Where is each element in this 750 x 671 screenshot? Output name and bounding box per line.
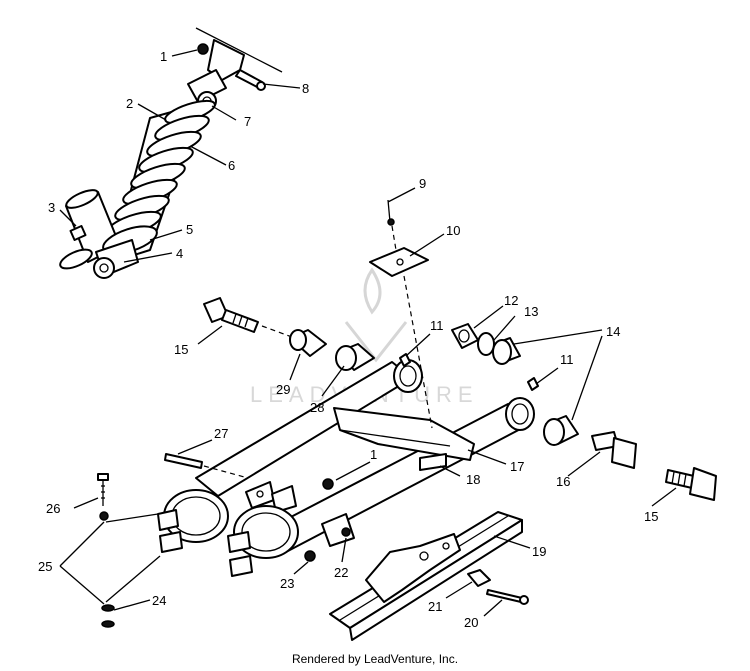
callout-9: 9	[419, 176, 426, 191]
callout-12: 12	[504, 293, 518, 308]
small-hardware	[97, 199, 433, 628]
watermark-logo	[344, 267, 408, 363]
callout-1-lower: 1	[370, 447, 377, 462]
callout-19: 19	[532, 544, 546, 559]
callout-17: 17	[510, 459, 524, 474]
callout-28: 28	[310, 400, 324, 415]
callout-15-right: 15	[644, 509, 658, 524]
callout-14: 14	[606, 324, 620, 339]
callout-21: 21	[428, 599, 442, 614]
callout-25: 25	[38, 559, 52, 574]
callout-10: 10	[446, 223, 460, 238]
callout-11-upper: 11	[430, 318, 444, 333]
chain-slider	[329, 511, 529, 641]
leader-lines	[59, 49, 677, 617]
callout-22: 22	[334, 565, 348, 580]
callout-4: 4	[176, 246, 183, 261]
callout-6: 6	[228, 158, 235, 173]
callout-27: 27	[214, 426, 228, 441]
callout-2: 2	[126, 96, 133, 111]
callout-7: 7	[244, 114, 251, 129]
callout-24: 24	[152, 593, 166, 608]
callout-3: 3	[48, 200, 55, 215]
shock-absorber	[59, 27, 283, 279]
pivot-hardware	[203, 297, 717, 501]
callout-18: 18	[466, 472, 480, 487]
footer-credit: Rendered by LeadVenture, Inc.	[291, 652, 459, 666]
callout-15-left: 15	[174, 342, 188, 357]
callout-29: 29	[276, 382, 290, 397]
callout-8: 8	[302, 81, 309, 96]
callout-5: 5	[186, 222, 193, 237]
swing-arm	[157, 359, 535, 577]
callout-labels: 1 2 3 4 5 6 7 8 9 10 11 11 12 13 14 15 1…	[38, 49, 658, 630]
callout-13: 13	[524, 304, 538, 319]
callout-20: 20	[464, 615, 478, 630]
callout-11-right: 11	[560, 352, 574, 367]
callout-1: 1	[160, 49, 167, 64]
callout-26: 26	[46, 501, 60, 516]
callout-16: 16	[556, 474, 570, 489]
callout-23: 23	[280, 576, 294, 591]
